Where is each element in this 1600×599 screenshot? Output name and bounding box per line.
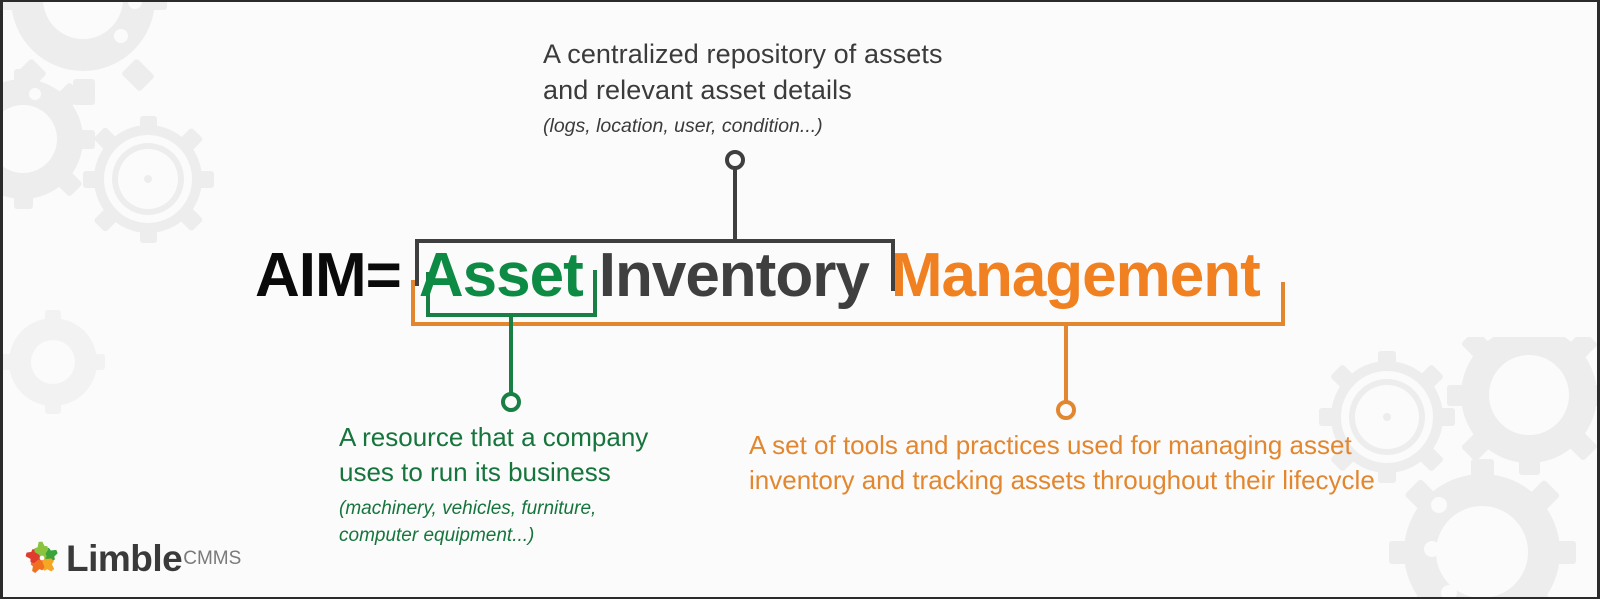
equation-headline: AIM = Asset Inventory Management <box>255 240 1261 311</box>
gear-cluster-middle-left <box>3 310 105 414</box>
callout-green-examples-line-1: (machinery, vehicles, furniture, <box>339 498 597 519</box>
equation-word-asset: Asset <box>418 241 584 310</box>
callout-green-line-1: A resource that a company <box>339 422 649 452</box>
limble-gear-pinwheel-icon <box>25 541 58 573</box>
orange-connector-dot <box>1056 400 1076 420</box>
logo-wordmark: Limble <box>66 538 183 579</box>
equation-acronym: AIM <box>255 241 367 310</box>
callout-top-examples: (logs, location, user, condition...) <box>543 115 823 137</box>
callout-top-line-2: and relevant asset details <box>543 75 852 105</box>
callout-orange-line-2: inventory and tracking assets throughout… <box>749 465 1375 495</box>
callout-orange-line-1: A set of tools and practices used for ma… <box>749 430 1352 460</box>
gray-connector-dot <box>725 150 745 170</box>
equation-word-management: Management <box>890 241 1261 310</box>
equation-equals-sign: = <box>365 241 402 310</box>
logo-suffix: CMMS <box>183 548 242 569</box>
callout-green-line-2: uses to run its business <box>339 457 611 487</box>
green-connector-dot <box>501 392 521 412</box>
equation-word-inventory: Inventory <box>598 241 870 310</box>
callout-top-line-1: A centralized repository of assets <box>543 39 943 69</box>
callout-orange-text: A set of tools and practices used for ma… <box>749 428 1479 498</box>
callout-green-text: A resource that a company uses to run it… <box>339 420 709 549</box>
limble-cmms-logo: Limble CMMS <box>25 540 241 577</box>
callout-green-examples-line-2: computer equipment...) <box>339 525 535 546</box>
callout-top-text: A centralized repository of assets and r… <box>543 36 1063 140</box>
